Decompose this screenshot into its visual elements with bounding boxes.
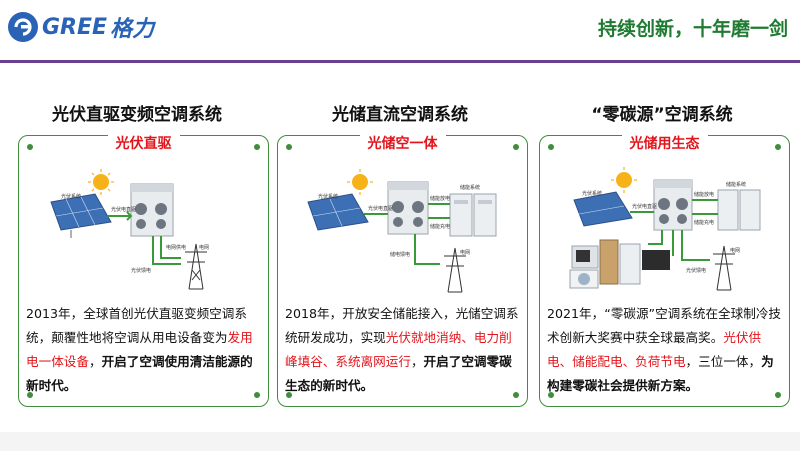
- corner-dot: [548, 144, 554, 150]
- corner-dot: [548, 392, 554, 398]
- svg-text:光伏馈电: 光伏馈电: [131, 267, 151, 274]
- solar-panel-icon: [573, 191, 633, 227]
- sun-icon: [347, 169, 373, 195]
- power-tower-icon: [185, 243, 207, 290]
- highlight-text: 光伏供电、储能配电、负荷节电: [547, 330, 762, 369]
- ac-outdoor-unit-icon: [387, 181, 429, 235]
- svg-text:光伏系统: 光伏系统: [582, 190, 602, 197]
- card-pv-storage: 光储空一体: [277, 135, 528, 407]
- svg-text:储能放电: 储能放电: [694, 191, 714, 198]
- svg-text:光伏电直驱: 光伏电直驱: [368, 205, 393, 212]
- solar-panel-icon: [307, 193, 369, 231]
- svg-text:储电馈电: 储电馈电: [390, 251, 410, 258]
- header-divider: [0, 60, 800, 63]
- corner-dot: [513, 392, 519, 398]
- corner-dot: [775, 392, 781, 398]
- card-subtitle: 光储空一体: [359, 135, 446, 153]
- description-text: 2018年，开放安全储能接入，光储空调系统研发成功，实现: [285, 306, 519, 345]
- highlight-text: 光伏就地消纳、电力削峰填谷、系统离网运行: [285, 330, 512, 369]
- battery-cabinet-icon: [449, 193, 497, 237]
- svg-text:光伏电直驱: 光伏电直驱: [632, 203, 657, 210]
- slogan: 持续创新，十年磨一剑: [597, 18, 788, 40]
- ac-outdoor-unit-icon: [130, 183, 174, 237]
- svg-text:电网: 电网: [460, 249, 470, 256]
- column-title-1: 光伏直驱变频空调系统: [52, 105, 222, 125]
- emphasis-text: 为构建零碳社会提供新方案。: [547, 354, 774, 393]
- pv-storage-diagram: 光伏系统 光伏电直驱 储能系统 储能放电 储能充电 电网 储电馈电: [307, 169, 497, 293]
- description-text: 2013年，全球首创光伏直驱变频空调系统，颠覆性地将空调从用电设备变为: [26, 306, 247, 345]
- svg-text:储能充电: 储能充电: [694, 219, 714, 226]
- svg-text:电网: 电网: [730, 247, 740, 254]
- svg-text:电网供电: 电网供电: [166, 244, 186, 251]
- svg-text:储能系统: 储能系统: [726, 181, 746, 188]
- pv-direct-drive-diagram: 光伏系统 光伏电直驱 电网供电 电网 光伏馈电: [50, 169, 209, 290]
- corner-dot: [775, 144, 781, 150]
- power-tower-icon: [713, 245, 735, 291]
- gree-logo: GREE 格力: [6, 12, 154, 42]
- home-appliances-icon: [569, 239, 670, 289]
- card-description: 2021年，“零碳源”空调系统在全球制冷技术创新大奖赛中获全球最高奖。光伏供电、…: [547, 302, 783, 398]
- card-subtitle: 光伏直驱: [107, 135, 180, 153]
- sun-icon: [88, 169, 114, 195]
- description-text: ，: [88, 354, 102, 369]
- ac-outdoor-unit-icon: [653, 179, 693, 231]
- description-text: 2021年，“零碳源”空调系统在全球制冷技术创新大奖赛中获全球最高奖。: [547, 306, 782, 345]
- svg-text:储能充电: 储能充电: [430, 223, 450, 230]
- emphasis-text: 开启了空调零碳生态的新时代。: [285, 354, 512, 393]
- corner-dot: [286, 392, 292, 398]
- sun-icon: [611, 167, 637, 193]
- card-pv-direct-drive: 光伏直驱: [18, 135, 269, 407]
- card-description: 2013年，全球首创光伏直驱变频空调系统，颠覆性地将空调从用电设备变为发用电一体…: [26, 302, 262, 398]
- corner-dot: [254, 392, 260, 398]
- gree-logo-icon: [8, 12, 38, 42]
- description-text: ，三位一体，: [685, 354, 762, 369]
- svg-text:储能放电: 储能放电: [430, 195, 450, 202]
- logo-text: GREE: [42, 14, 108, 40]
- corner-dot: [286, 144, 292, 150]
- footer-band: [0, 432, 800, 451]
- corner-dot: [27, 144, 33, 150]
- svg-text:光伏系统: 光伏系统: [61, 193, 81, 200]
- logo-chinese-text: 格力: [110, 17, 155, 42]
- description-text: ，: [410, 354, 424, 369]
- svg-text:储能系统: 储能系统: [460, 184, 480, 191]
- solar-panel-icon: [50, 193, 112, 238]
- column-title-2: 光储直流空调系统: [332, 105, 468, 125]
- card-description: 2018年，开放安全储能接入，光储空调系统研发成功，实现光伏就地消纳、电力削峰填…: [285, 302, 521, 398]
- highlight-text: 发用电一体设备: [26, 330, 253, 369]
- card-subtitle: 光储用生态: [621, 135, 708, 153]
- svg-text:光伏馈电: 光伏馈电: [686, 267, 706, 274]
- header: GREE 格力 持续创新，十年磨一剑: [0, 0, 800, 62]
- svg-text:光伏系统: 光伏系统: [318, 193, 338, 200]
- corner-dot: [27, 392, 33, 398]
- column-title-3: “零碳源”空调系统: [591, 105, 733, 125]
- svg-text:电网: 电网: [199, 244, 209, 251]
- corner-dot: [513, 144, 519, 150]
- card-zero-carbon: 光储用生态: [539, 135, 790, 407]
- battery-cabinet-icon: [717, 189, 761, 231]
- corner-dot: [254, 144, 260, 150]
- svg-text:光伏电直驱: 光伏电直驱: [111, 206, 136, 213]
- power-tower-icon: [444, 247, 466, 293]
- emphasis-text: 开启了空调使用清洁能源的新时代。: [26, 354, 253, 393]
- zero-carbon-diagram: 光伏系统 光伏电直驱 储能系统 储能放电 储能充电 电网 光伏馈电: [569, 167, 761, 291]
